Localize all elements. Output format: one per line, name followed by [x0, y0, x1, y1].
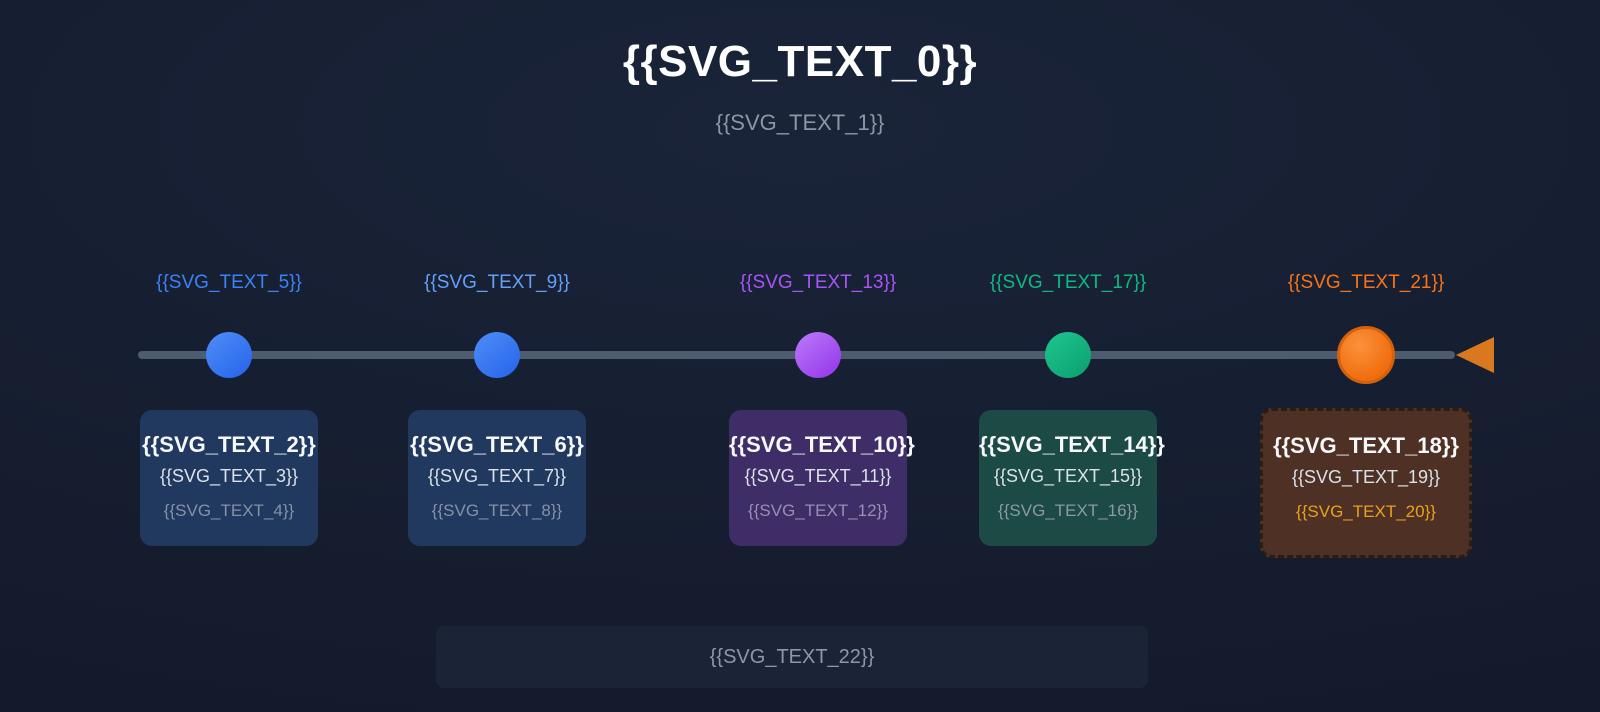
milestone-5-card: {{SVG_TEXT_18}} {{SVG_TEXT_19}} {{SVG_TE…: [1260, 408, 1472, 558]
milestone-1-dot-icon: [206, 332, 252, 378]
footer-note-text: {{SVG_TEXT_22}}: [709, 646, 875, 668]
milestone-5-card-line3: {{SVG_TEXT_20}}: [1296, 502, 1436, 521]
milestone-1-card: {{SVG_TEXT_2}} {{SVG_TEXT_3}} {{SVG_TEXT…: [140, 410, 318, 546]
milestone-4-card: {{SVG_TEXT_14}} {{SVG_TEXT_15}} {{SVG_TE…: [979, 410, 1165, 546]
milestone-4-card-line3: {{SVG_TEXT_16}}: [998, 501, 1138, 520]
milestone-4-dot-icon: [1045, 332, 1091, 378]
milestone-3-card-title: {{SVG_TEXT_10}}: [729, 432, 915, 457]
milestone-1-card-line2: {{SVG_TEXT_3}}: [159, 466, 299, 486]
milestone-2-card-line2: {{SVG_TEXT_7}}: [427, 466, 567, 486]
milestone-3-dot-icon: [795, 332, 841, 378]
milestone-5-card-line2: {{SVG_TEXT_19}}: [1291, 467, 1441, 487]
milestone-4-card-line2: {{SVG_TEXT_15}}: [993, 466, 1143, 486]
milestone-1-card-line3: {{SVG_TEXT_4}}: [163, 501, 295, 520]
milestone-1-label: {{SVG_TEXT_5}}: [156, 272, 302, 293]
milestone-4-card-title: {{SVG_TEXT_14}}: [979, 432, 1165, 457]
milestone-2-card-line3: {{SVG_TEXT_8}}: [431, 501, 563, 520]
milestone-3-card-line2: {{SVG_TEXT_11}}: [744, 466, 892, 486]
milestone-5-label: {{SVG_TEXT_21}}: [1287, 272, 1445, 293]
milestone-5-dot-icon: [1337, 326, 1395, 384]
milestone-3-card: {{SVG_TEXT_10}} {{SVG_TEXT_11}} {{SVG_TE…: [729, 410, 915, 546]
timeline-arrowhead-icon: [1456, 337, 1494, 373]
milestone-3-card-line3: {{SVG_TEXT_12}}: [748, 501, 888, 520]
page-title: {{SVG_TEXT_0}}: [622, 37, 978, 86]
milestone-4-label: {{SVG_TEXT_17}}: [989, 272, 1147, 293]
page-subtitle: {{SVG_TEXT_1}}: [715, 110, 885, 135]
milestone-2-card: {{SVG_TEXT_6}} {{SVG_TEXT_7}} {{SVG_TEXT…: [408, 410, 586, 546]
footer-note: {{SVG_TEXT_22}}: [436, 626, 1148, 688]
milestone-2-label: {{SVG_TEXT_9}}: [424, 272, 570, 293]
milestone-3-label: {{SVG_TEXT_13}}: [739, 272, 897, 293]
milestone-2-dot-icon: [474, 332, 520, 378]
milestone-1-card-title: {{SVG_TEXT_2}}: [142, 432, 316, 457]
milestone-2-card-title: {{SVG_TEXT_6}}: [410, 432, 584, 457]
milestone-5-card-title: {{SVG_TEXT_18}}: [1273, 433, 1459, 458]
